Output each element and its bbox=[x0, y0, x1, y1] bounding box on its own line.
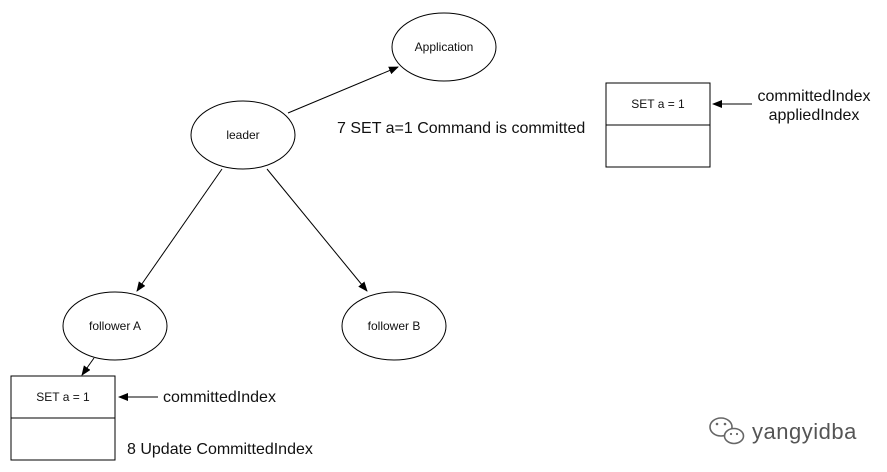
wechat-icon bbox=[709, 417, 745, 445]
edge-follower-a-to-log bbox=[81, 357, 95, 376]
follower-b-label: follower B bbox=[368, 319, 421, 333]
follower-log-box: SET a = 1 bbox=[10, 375, 116, 461]
leader-log-entry: SET a = 1 bbox=[631, 97, 685, 111]
commit-message: 7 SET a=1 Command is committed bbox=[337, 120, 585, 137]
follower-a-label: follower A bbox=[89, 319, 141, 333]
leader-pointer-committed-index: committedIndex bbox=[758, 88, 871, 105]
leader-log-box: SET a = 1 bbox=[605, 82, 711, 168]
follower-b-ellipse bbox=[341, 291, 447, 361]
node-follower-a: follower A bbox=[62, 291, 168, 361]
leader-ellipse bbox=[190, 100, 296, 170]
follower-a-ellipse bbox=[62, 291, 168, 361]
application-label: Application bbox=[415, 40, 474, 54]
leader-label: leader bbox=[226, 128, 259, 142]
application-ellipse bbox=[391, 12, 497, 82]
edge-leader-to-application bbox=[287, 66, 399, 114]
follower-pointer-committed-index: committedIndex bbox=[163, 389, 276, 406]
watermark-text: yangyidba bbox=[752, 419, 857, 444]
edge-leader-to-follower-a bbox=[136, 168, 223, 292]
node-follower-b: follower B bbox=[341, 291, 447, 361]
follower-log-entry: SET a = 1 bbox=[36, 390, 90, 404]
watermark: yangyidba bbox=[709, 417, 857, 445]
leader-pointer-applied-index: appliedIndex bbox=[769, 107, 860, 124]
edges bbox=[81, 66, 752, 401]
edge-leader-to-follower-b bbox=[266, 168, 368, 292]
node-application: Application bbox=[391, 12, 497, 82]
update-message: 8 Update CommittedIndex bbox=[127, 441, 313, 458]
node-leader: leader bbox=[190, 100, 296, 170]
